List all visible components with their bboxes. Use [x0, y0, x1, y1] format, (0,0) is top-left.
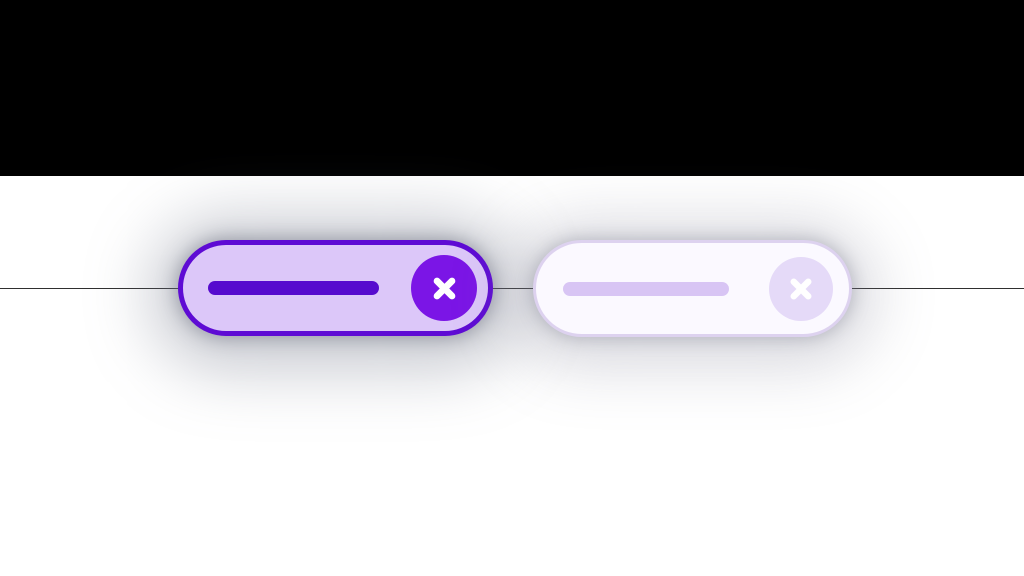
close-button[interactable]	[411, 255, 477, 321]
text-placeholder-bar	[563, 281, 729, 296]
top-black-bar	[0, 0, 1024, 176]
text-placeholder-bar	[208, 281, 379, 295]
chip-active[interactable]	[178, 240, 493, 336]
chip-disabled	[533, 240, 852, 337]
close-button	[769, 256, 833, 321]
close-icon	[790, 278, 812, 299]
close-icon	[433, 277, 455, 299]
horizontal-divider	[0, 288, 1024, 289]
